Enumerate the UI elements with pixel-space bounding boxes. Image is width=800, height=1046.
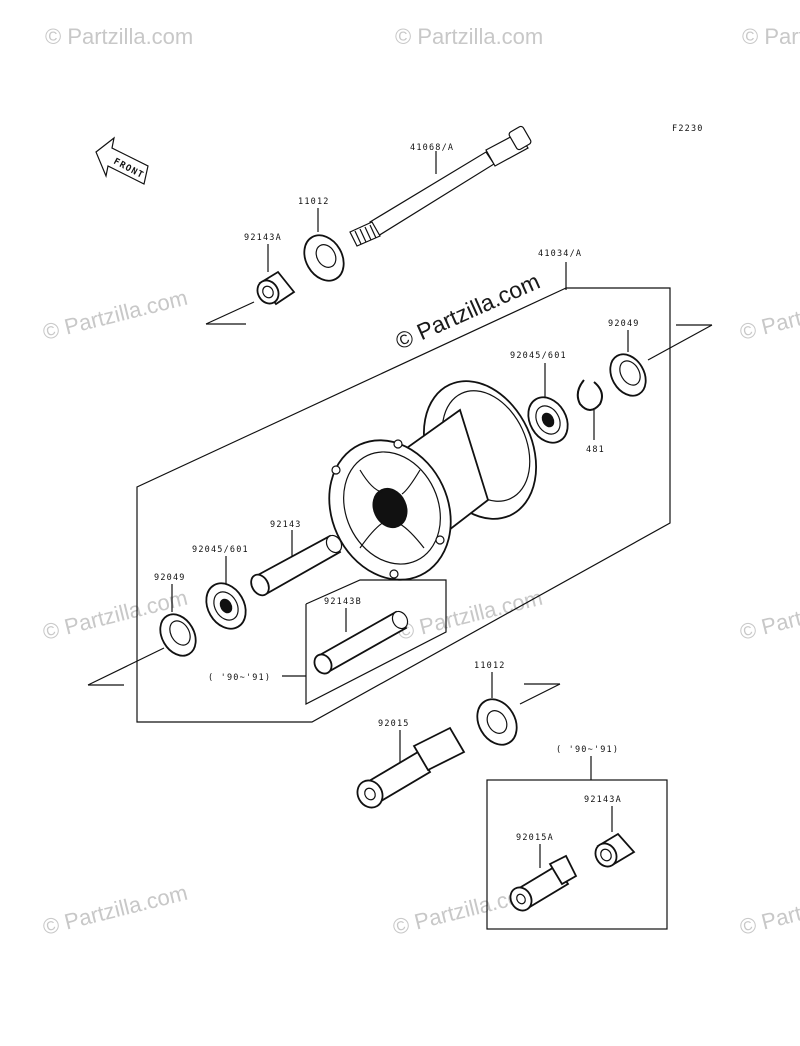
note-spacer-alt: ( '90~'91): [208, 673, 271, 683]
collar-alt-large-part: [509, 854, 578, 912]
collar-alt-small-part: [594, 832, 636, 868]
part-label-hub: 41034/A: [538, 249, 582, 259]
watermark-tile: © Partzilla.com: [737, 880, 800, 940]
part-label-bearing-right: 92045/601: [510, 351, 567, 361]
watermark-tile: © Partzilla.com: [742, 24, 800, 49]
hub-group-outline: [136, 287, 671, 723]
part-label-axle: 41068/A: [410, 143, 454, 153]
circlip-part: [576, 379, 603, 411]
part-label-bearing-seal-left: 11012: [298, 197, 330, 207]
part-label-bearing-left: 92045/601: [192, 545, 249, 555]
part-label-collar-right: 92015: [378, 719, 410, 729]
part-label-collar-left: 92143A: [244, 233, 282, 243]
part-label-oil-seal-right: 92049: [608, 319, 640, 329]
part-label-spacer-alt: 92143B: [324, 597, 362, 607]
collar-right-part: [356, 726, 466, 809]
axis-line: [647, 324, 713, 361]
watermark-main: © Partzilla.com: [391, 268, 543, 355]
watermark-tile: © Partzilla.com: [45, 24, 193, 49]
axis-line: [205, 301, 255, 325]
axis-line: [87, 647, 165, 686]
axle-part: [349, 125, 532, 247]
note-collar-alt: ( '90~'91): [556, 745, 619, 755]
oil-seal-right-part: [609, 353, 647, 397]
oil-seal-left-part: [159, 613, 197, 657]
front-arrow-icon: FRONT: [95, 136, 149, 185]
part-label-collar-alt-small: 92143A: [584, 795, 622, 805]
bearing-seal-right-part: [476, 698, 518, 746]
collar-alt-outline: [486, 779, 668, 930]
spacer-alt-part: [313, 610, 409, 675]
spacer-alt-outline: [305, 579, 447, 705]
spacer-part: [250, 534, 343, 597]
bearing-right-part: [527, 396, 569, 444]
watermark-tile: © Partzilla.com: [737, 585, 800, 645]
diagram-code: F2230: [672, 124, 704, 134]
part-label-collar-alt-large: 92015A: [516, 833, 554, 843]
bearing-left-part: [205, 582, 247, 630]
part-label-spacer: 92143: [270, 520, 302, 530]
bearing-seal-left-part: [303, 234, 345, 282]
part-label-bearing-seal-right: 11012: [474, 661, 506, 671]
watermark-tile: © Partzilla.com: [737, 285, 800, 345]
hub-part: [328, 380, 537, 581]
watermark-tile: © Partzilla.com: [40, 285, 190, 345]
watermark-tile: © Partzilla.com: [40, 880, 190, 940]
part-label-oil-seal-left: 92049: [154, 573, 186, 583]
axis-line: [519, 683, 561, 705]
collar-left-part: [256, 270, 296, 306]
watermark-tile: © Partzilla.com: [395, 585, 545, 645]
part-label-circlip: 481: [586, 445, 605, 455]
watermark-tile: © Partzilla.com: [395, 24, 543, 49]
